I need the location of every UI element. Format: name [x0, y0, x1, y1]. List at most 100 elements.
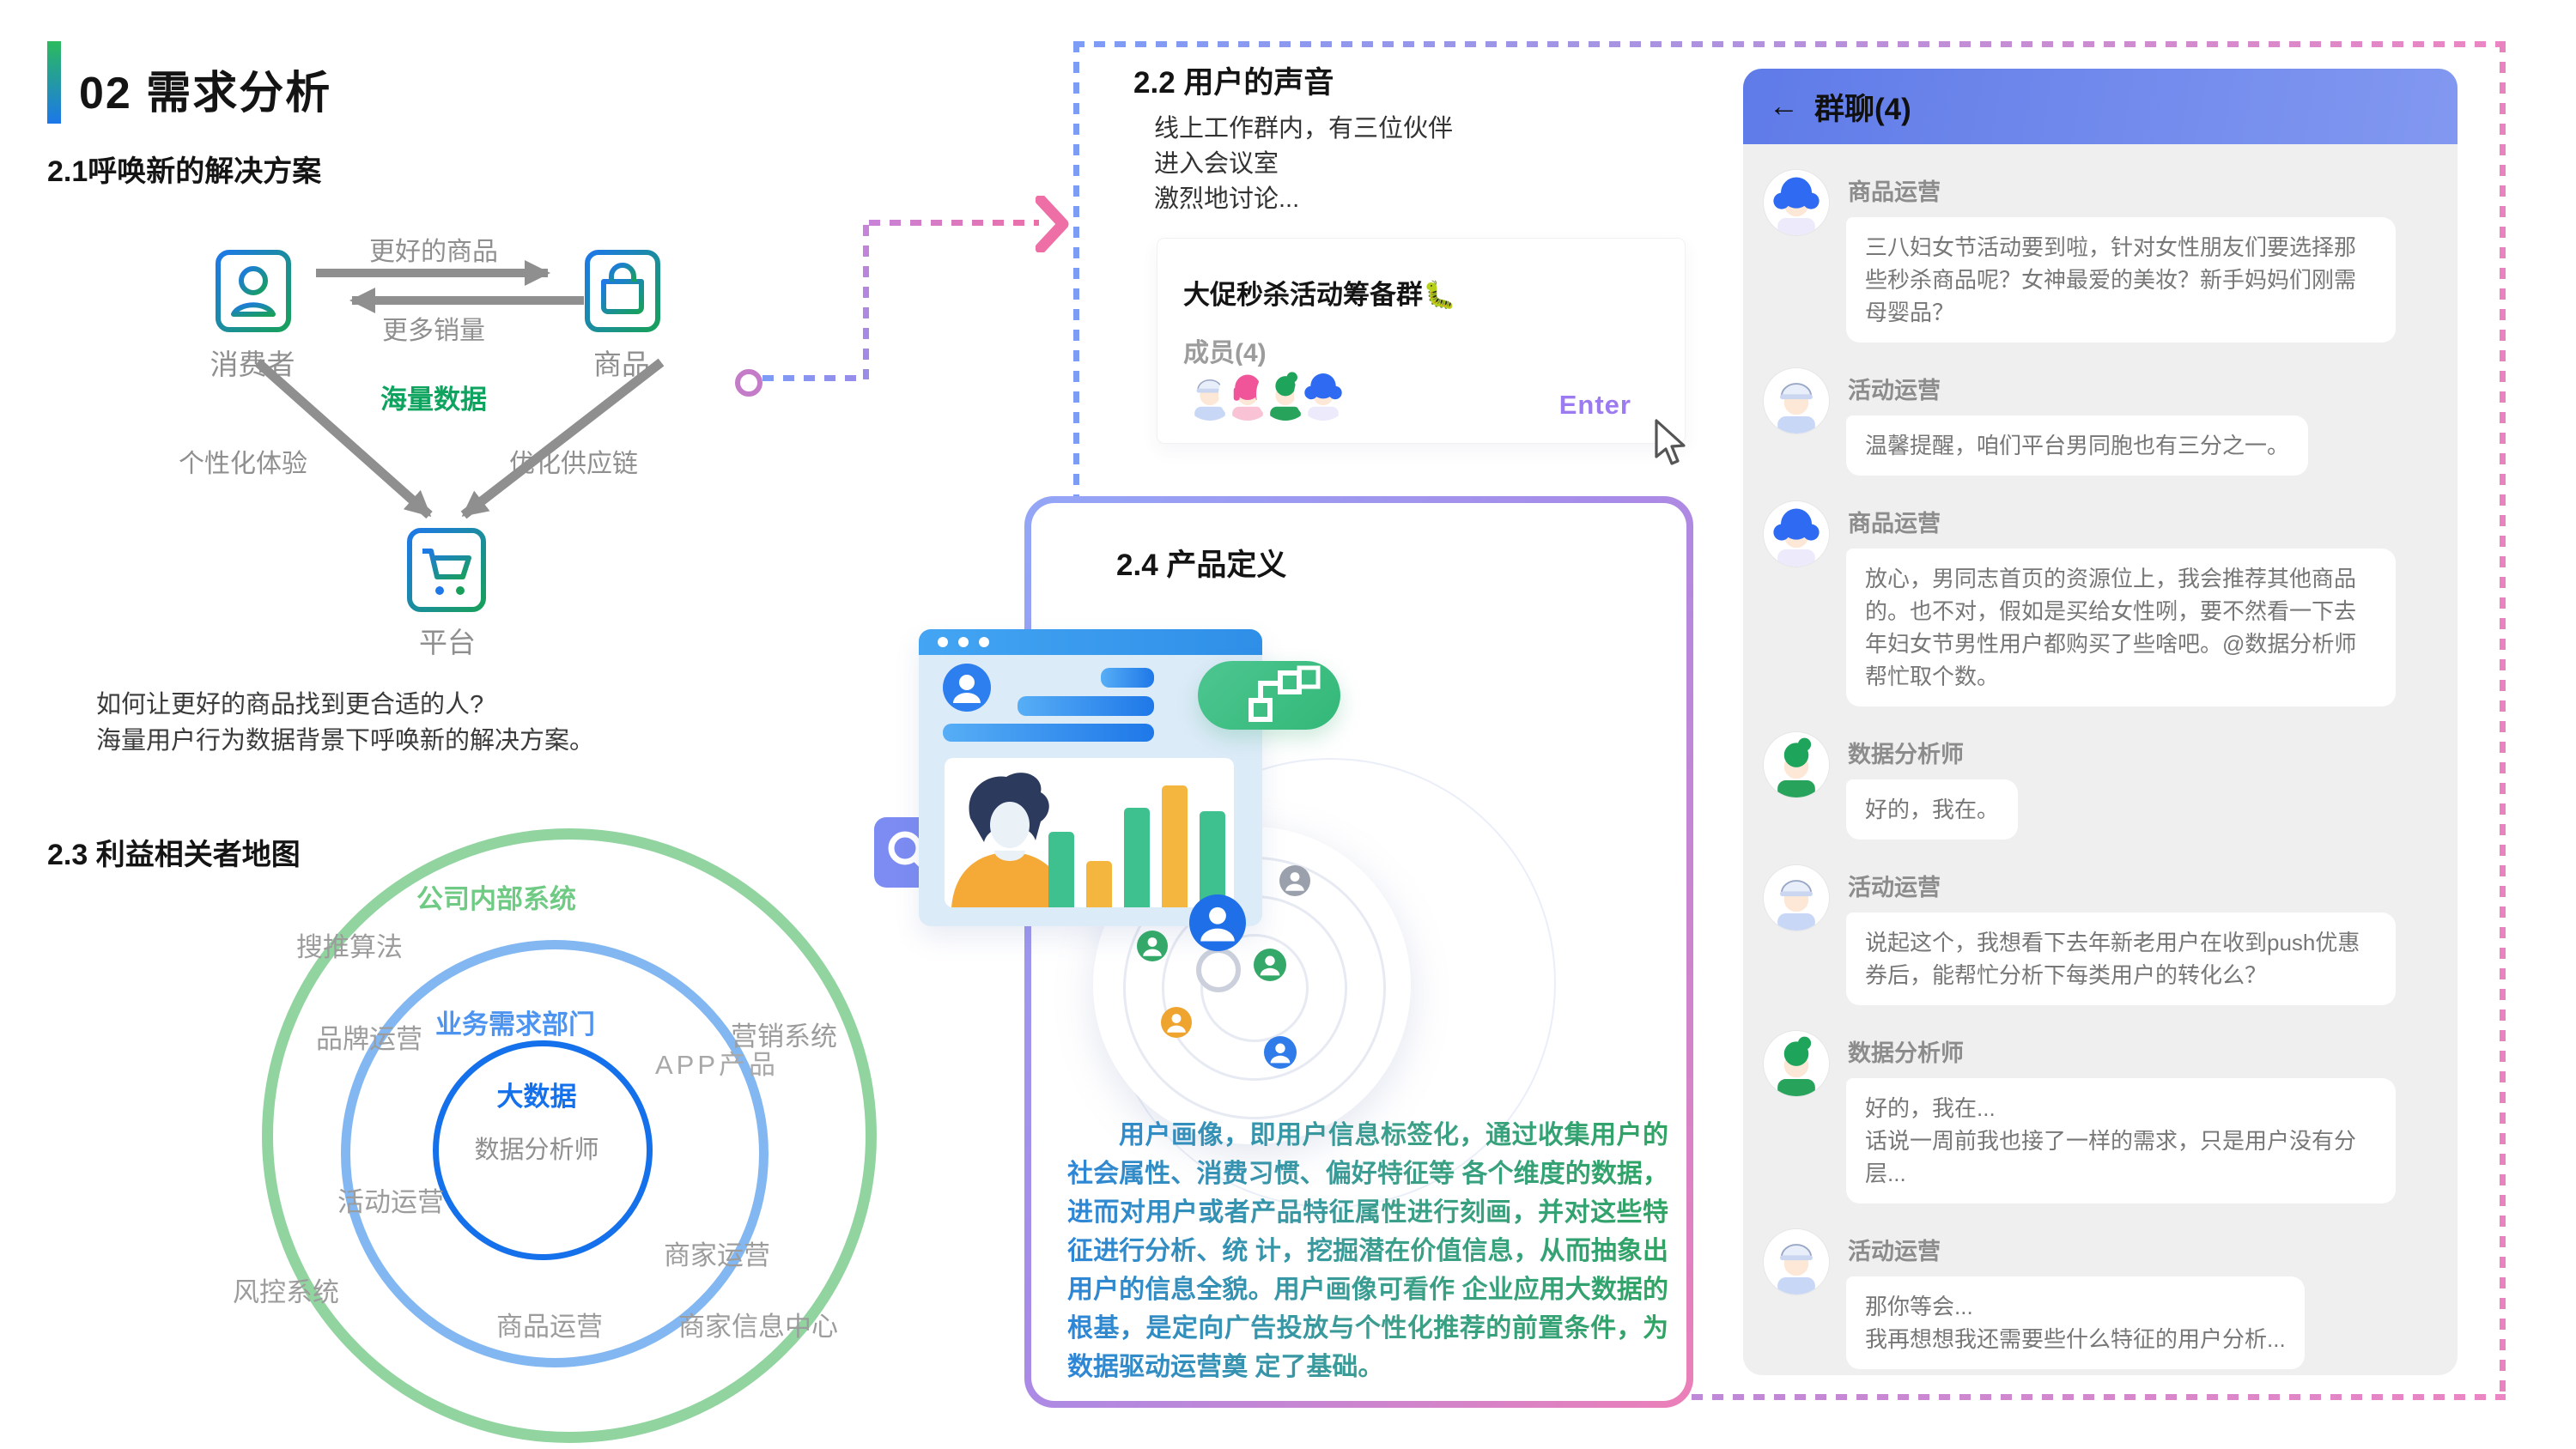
voice-intro-line: 进入会议室	[1154, 150, 1279, 178]
chat-sender-name: 数据分析师	[1848, 742, 1964, 767]
title-accent-bar	[47, 41, 61, 124]
bar-chart	[1048, 785, 1225, 907]
satellite-marketing-system: 营销系统	[731, 1022, 837, 1052]
section-2-2-title: 2.2 用户的声音	[1133, 66, 1334, 100]
orbit-user-blue2-icon	[1264, 1036, 1297, 1069]
chat-message: 数据分析师好的，我在... 话说一周前我也接了一样的需求，只是用户没有分层...	[1764, 1031, 2437, 1203]
orbit-user-gray-icon	[1279, 865, 1310, 896]
back-icon[interactable]: ←	[1769, 89, 1799, 123]
text-line	[1018, 696, 1154, 716]
frame-border-top	[1073, 41, 2506, 47]
event-avatar	[1764, 1229, 1829, 1294]
product-avatar	[1764, 170, 1829, 235]
group-chat-card[interactable]: 大促秒杀活动筹备群🐛 成员(4) Enter	[1157, 239, 1685, 443]
group-card-member-avatars	[1183, 367, 1350, 425]
question-text: 如何让更好的商品找到更合适的人? 海量用户行为数据背景下呼唤新的解决方案。	[96, 687, 594, 759]
arrow-goods-to-platform	[460, 358, 665, 519]
product-avatar	[1297, 367, 1350, 421]
browser-titlebar	[919, 629, 1262, 655]
connector-start-dot	[735, 369, 762, 397]
label-platform: 平台	[419, 627, 476, 658]
platform-cart-icon	[407, 528, 486, 612]
voice-intro-line: 线上工作群内，有三位伙伴	[1154, 115, 1454, 142]
frame-border-bottom	[1073, 1394, 2506, 1400]
chat-panel: ← 群聊(4) 商品运营三八妇女节活动要到啦，针对女性朋友们要选择那些秒杀商品呢…	[1743, 69, 2458, 1375]
chat-sender-name: 活动运营	[1848, 1239, 1941, 1264]
product-avatar	[1764, 501, 1829, 567]
orbit-user-yellow-icon	[1161, 1007, 1192, 1038]
text-line	[1101, 668, 1154, 688]
middle-ring-label: 业务需求部门	[435, 1009, 595, 1040]
window-dot-icon	[979, 637, 989, 647]
chat-sender-name: 活动运营	[1848, 378, 1941, 403]
bar	[1200, 811, 1225, 907]
label-consumer: 消费者	[210, 349, 295, 380]
inner-ring-label: 大数据	[496, 1082, 577, 1112]
flow-icon	[1249, 665, 1321, 722]
label-more-sales: 更多销量	[382, 317, 485, 345]
chat-bubble: 说起这个，我想看下去年新老用户在收到push优惠券后，能帮忙分析下每类用户的转化…	[1846, 912, 2396, 1005]
inner-ring	[433, 1040, 653, 1260]
satellite-merchant-info-center: 商家信息中心	[678, 1312, 838, 1342]
label-mass-data: 海量数据	[380, 385, 487, 415]
question-line-2: 海量用户行为数据背景下呼唤新的解决方案。	[96, 727, 595, 755]
chat-bubble: 三八妇女节活动要到啦，针对女性朋友们要选择那些秒杀商品呢？女神最爱的美妆？新手妈…	[1846, 217, 2396, 343]
frame-border-right	[2500, 41, 2506, 1394]
text-line	[943, 724, 1154, 742]
enter-button[interactable]: Enter	[1558, 390, 1631, 420]
persona-paragraph: 用户画像，即用户信息标签化，通过收集用户的社会属性、消费习惯、偏好特征等 各个维…	[1067, 1116, 1668, 1386]
satellite-search-reco: 搜推算法	[296, 932, 403, 962]
chat-message: 商品运营三八妇女节活动要到啦，针对女性朋友们要选择那些秒杀商品呢？女神最爱的美妆…	[1764, 170, 2437, 343]
voice-intro-line: 激烈地讨论...	[1154, 185, 1300, 213]
middle-ring	[341, 940, 769, 1367]
decor-orbit-3	[1200, 934, 1309, 1042]
report-card	[945, 758, 1234, 907]
bar	[1162, 785, 1188, 907]
satellite-event-ops: 活动运营	[337, 1187, 444, 1217]
chat-bubble: 温馨提醒，咱们平台男同胞也有三分之一。	[1846, 415, 2309, 476]
chat-header: ← 群聊(4)	[1743, 69, 2458, 144]
cursor-icon	[1655, 419, 1686, 465]
chat-bubble: 放心，男同志首页的资源位上，我会推荐其他商品的。也不对，假如是买给女性咧，要不然…	[1846, 549, 2396, 706]
section-2-3-title: 2.3 利益相关者地图	[47, 839, 301, 871]
connector-segment-1	[762, 375, 866, 381]
chat-message: 活动运营温馨提醒，咱们平台男同胞也有三分之一。	[1764, 368, 2437, 476]
chat-sender-name: 商品运营	[1848, 179, 1941, 205]
chat-bubble: 那你等会... 我再想想我还需要些什么特征的用户分析...	[1846, 1276, 2305, 1369]
event-avatar	[1764, 865, 1829, 931]
satellite-merchant-ops: 商家运营	[664, 1240, 770, 1270]
analyst-avatar	[1764, 732, 1829, 797]
chat-message: 活动运营那你等会... 我再想想我还需要些什么特征的用户分析...	[1764, 1229, 2437, 1369]
consumer-icon	[216, 250, 291, 332]
connector-segment-2	[863, 225, 869, 379]
bar	[1086, 861, 1112, 907]
chat-bubble: 好的，我在... 话说一周前我也接了一样的需求，只是用户没有分层...	[1846, 1078, 2396, 1203]
chat-sender-name: 活动运营	[1848, 875, 1941, 900]
group-card-title: 大促秒杀活动筹备群🐛	[1183, 280, 1456, 310]
chat-messages: 商品运营三八妇女节活动要到啦，针对女性朋友们要选择那些秒杀商品呢？女神最爱的美妆…	[1743, 144, 2458, 1375]
decor-center-ring	[1196, 948, 1241, 992]
goods-bag-icon	[585, 250, 660, 332]
analyst-avatar	[1764, 1031, 1829, 1096]
section-2-1-title: 2.1呼唤新的解决方案	[47, 155, 322, 188]
connector-arrowhead-icon	[1036, 196, 1069, 252]
orbit-user-green-icon	[1137, 931, 1168, 961]
satellite-product-ops: 商品运营	[496, 1312, 603, 1342]
exchange-diagram	[216, 250, 665, 612]
window-dot-icon	[938, 637, 948, 647]
section-2-4-title: 2.4 产品定义	[1116, 549, 1287, 582]
group-card-members-count: 成员(4)	[1183, 339, 1267, 367]
person-illustration	[951, 773, 1068, 907]
chat-sender-name: 商品运营	[1848, 511, 1941, 537]
bar	[1124, 808, 1150, 907]
chat-message: 商品运营放心，男同志首页的资源位上，我会推荐其他商品的。也不对，假如是买给女性咧…	[1764, 501, 2437, 706]
outer-ring-label: 公司内部系统	[416, 884, 576, 914]
arrow-consumer-to-platform	[254, 358, 433, 519]
inner-ring-sublabel: 数据分析师	[474, 1137, 599, 1164]
chat-bubble: 好的，我在。	[1846, 779, 2019, 840]
label-personalized-experience: 个性化体验	[179, 450, 307, 478]
satellite-risk-system: 风控系统	[233, 1277, 339, 1307]
voice-intro: 线上工作群内，有三位伙伴 进入会议室 激烈地讨论...	[1154, 116, 1453, 213]
orbit-user-green2-icon	[1254, 949, 1286, 981]
orbit-user-blue-icon	[1189, 894, 1246, 951]
